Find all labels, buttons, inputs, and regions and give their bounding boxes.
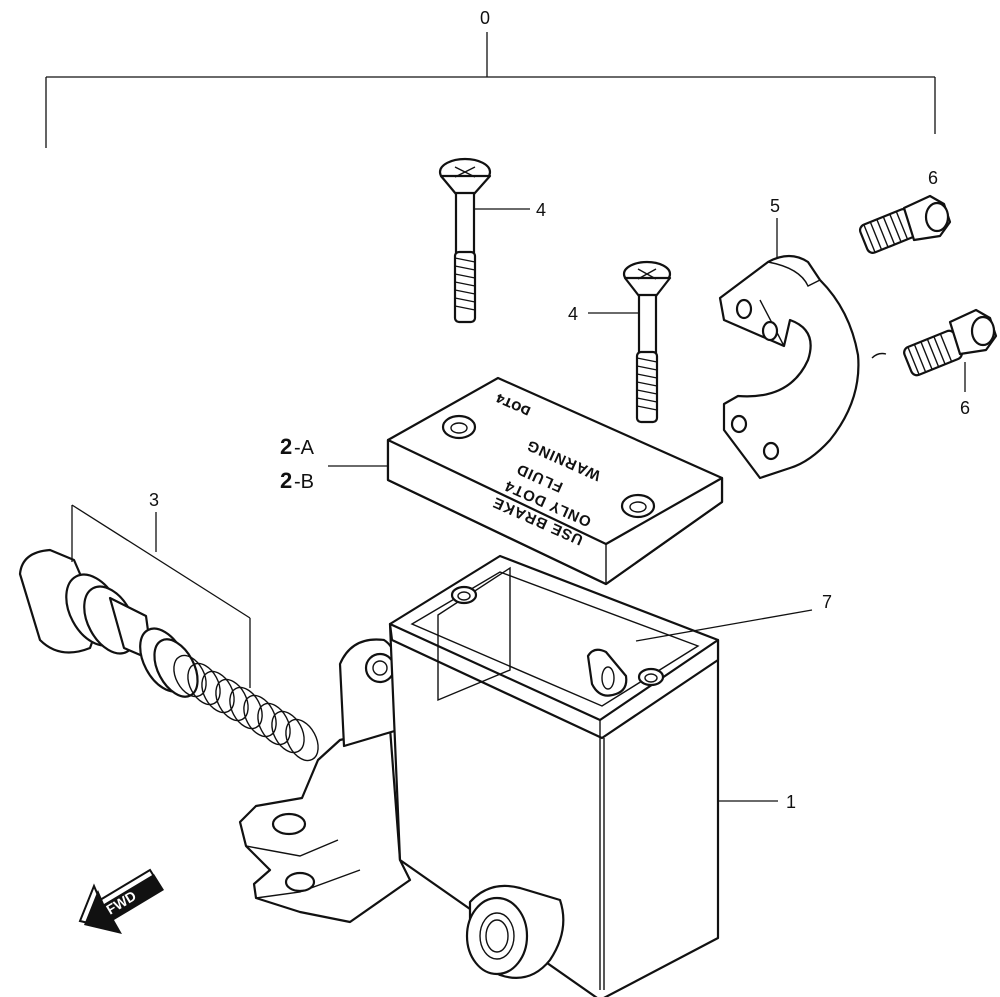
bolt-lower: [903, 308, 998, 377]
holder: [718, 254, 887, 480]
callout-5: 5: [770, 196, 780, 216]
reservoir-cap: USE BRAKE ONLY DOT4 FLUID WARNING DOT4: [386, 376, 724, 586]
callout-0: 0: [480, 8, 490, 28]
piston-kit: [18, 548, 319, 762]
callout-2a-num: 2: [280, 434, 292, 459]
piston-spring: [173, 654, 319, 762]
piston-kit-bracket: [71, 504, 251, 688]
callout-2a-suffix: -A: [294, 437, 315, 459]
fwd-arrow-icon: FWD: [78, 868, 164, 934]
callout-6-upper: 6: [928, 168, 938, 188]
bolt-upper: [858, 194, 952, 254]
callout-4-upper: 4: [536, 200, 546, 220]
callout-6-lower: 6: [960, 398, 970, 418]
callout-7: 7: [822, 592, 832, 612]
callout-2b-suffix: -B: [294, 471, 314, 493]
callout-4-lower: 4: [568, 304, 578, 324]
callout-2b-num: 2: [280, 468, 292, 493]
callout-3: 3: [149, 490, 159, 510]
master-cylinder-body: [238, 554, 720, 997]
assembly-bracket: [45, 32, 936, 148]
screw-upper: [438, 157, 492, 324]
screw-lower: [622, 260, 672, 424]
callout-1: 1: [786, 792, 796, 812]
